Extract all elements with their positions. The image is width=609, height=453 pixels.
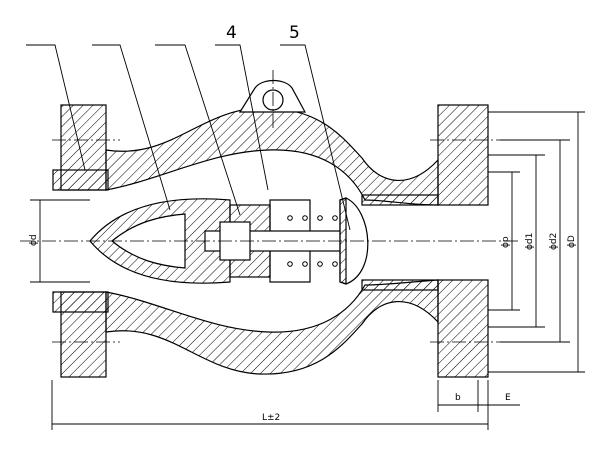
leader-lines — [26, 44, 351, 231]
outlet-wall-top — [361, 194, 439, 206]
dim-diameter-d1: ϕd1 — [525, 233, 535, 250]
dim-outer-diameter: ϕD — [567, 235, 577, 248]
outlet-wall-bottom — [361, 279, 439, 291]
inlet-seat-bottom — [52, 291, 109, 313]
dim-port-diameter: ϕp — [501, 236, 511, 248]
right-flange-top — [437, 104, 489, 206]
center-lines — [20, 70, 520, 343]
dim-flange-thickness: b — [455, 393, 461, 403]
dim-diameter-d2: ϕd2 — [549, 233, 559, 250]
disc-face — [339, 197, 347, 285]
callout-4: 4 — [226, 23, 237, 43]
right-flange-bottom — [437, 279, 489, 378]
dim-overall-length: L±2 — [262, 413, 280, 423]
spring — [287, 215, 338, 267]
dimension-lines — [30, 111, 585, 430]
inlet-seat-top — [52, 169, 109, 191]
upper-body-wall — [105, 107, 439, 206]
lower-body-wall — [105, 279, 439, 375]
callout-5: 5 — [289, 23, 300, 43]
dim-inlet-diameter: ϕd — [29, 234, 39, 246]
valve-body-section — [52, 79, 489, 378]
dim-raised-face: E — [505, 393, 511, 403]
